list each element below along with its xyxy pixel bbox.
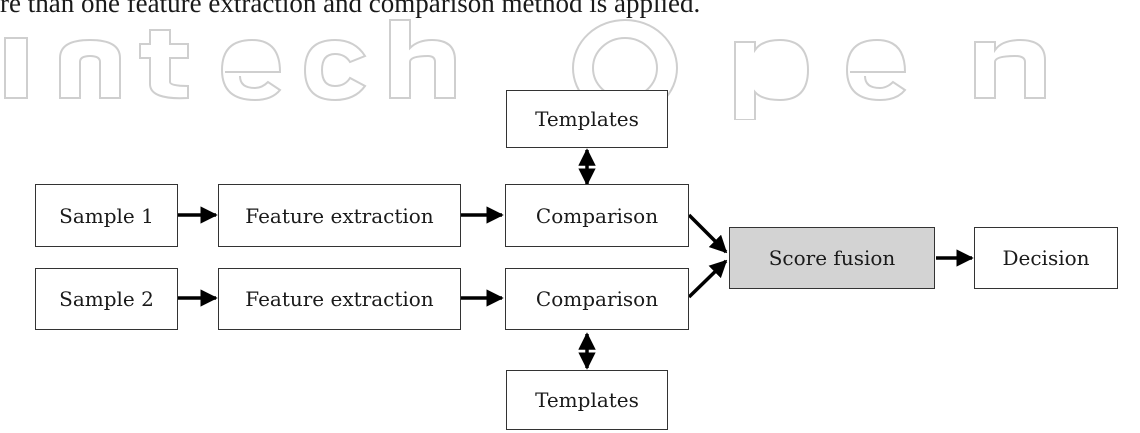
templates-bottom-box: Templates xyxy=(506,370,668,430)
arrow-comparison2-scorefusion xyxy=(687,259,728,299)
caption-text: re than one feature extraction and compa… xyxy=(0,0,701,18)
sample-2-box: Sample 2 xyxy=(35,268,178,330)
decision-box: Decision xyxy=(974,227,1118,289)
comparison-2-box: Comparison xyxy=(505,268,689,330)
feature-extraction-1-box: Feature extraction xyxy=(218,184,461,247)
score-fusion-box: Score fusion xyxy=(729,227,935,289)
feature-extraction-2-box: Feature extraction xyxy=(218,268,461,330)
arrow-comparison1-scorefusion xyxy=(687,213,728,254)
comparison-1-box: Comparison xyxy=(505,184,689,247)
templates-top-box: Templates xyxy=(506,90,668,148)
sample-1-box: Sample 1 xyxy=(35,184,178,247)
